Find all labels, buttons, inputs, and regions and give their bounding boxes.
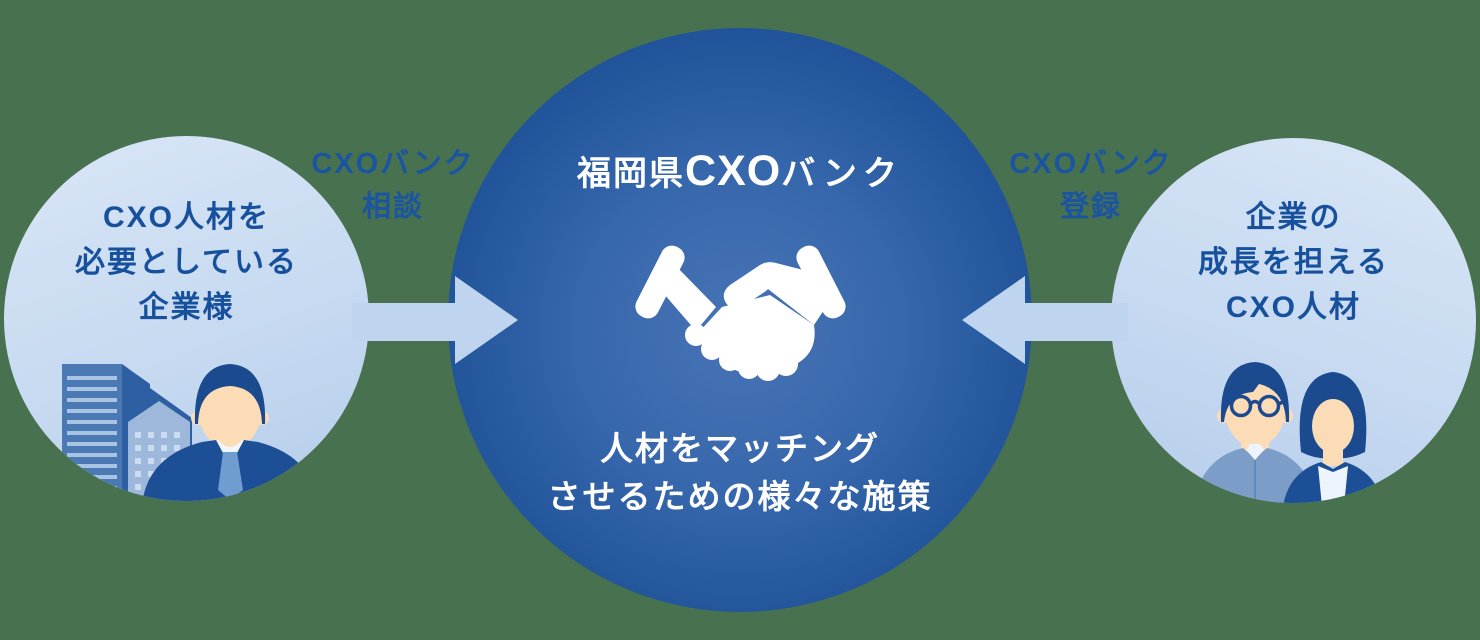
right-talent-circle: 企業の 成長を担える CXO人材 <box>1111 138 1476 503</box>
left-circle-line-3: 企業様 <box>138 291 235 324</box>
left-circle-text: CXO人材を 必要としている 企業様 <box>4 195 369 330</box>
right-arrow-label: CXOバンク 登録 <box>981 143 1201 229</box>
office-buildings-businessman-illustration <box>62 364 318 501</box>
right-circle-line-3: CXO人材 <box>1225 291 1361 324</box>
left-circle-line-1: CXO人材を <box>102 201 270 234</box>
left-arrow-label-line-1: CXOバンク <box>311 148 475 180</box>
center-title: 福岡県CXOバンク <box>448 146 1032 196</box>
right-circle-text: 企業の 成長を担える CXO人材 <box>1111 195 1476 330</box>
right-arrow-label-line-2: 登録 <box>1059 191 1122 223</box>
right-circle-line-1: 企業の <box>1245 201 1342 234</box>
center-description-line-2: させるための様々な施策 <box>547 478 933 515</box>
left-circle-line-2: 必要としている <box>74 246 299 279</box>
center-description-line-1: 人材をマッチング <box>600 430 880 467</box>
handshake-icon <box>635 245 846 381</box>
left-company-circle: CXO人材を 必要としている 企業様 <box>4 136 369 501</box>
center-title-prefix: 福岡県 <box>577 155 686 193</box>
left-arrow-label-line-2: 相談 <box>361 191 424 223</box>
right-arrow-label-line-1: CXOバンク <box>1009 148 1173 180</box>
center-cxo-bank-circle: 福岡県CXOバンク 人材をマッチング させるための様々な施策 <box>448 28 1032 612</box>
left-arrow-label: CXOバンク 相談 <box>283 143 503 229</box>
center-description: 人材をマッチング させるための様々な施策 <box>448 425 1032 521</box>
glasses-icon <box>1222 394 1288 418</box>
center-title-suffix: バンク <box>781 155 903 193</box>
cxo-professionals-illustration <box>1193 362 1383 503</box>
center-title-emphasis: CXO <box>685 147 782 195</box>
right-circle-line-2: 成長を担える <box>1197 246 1390 279</box>
